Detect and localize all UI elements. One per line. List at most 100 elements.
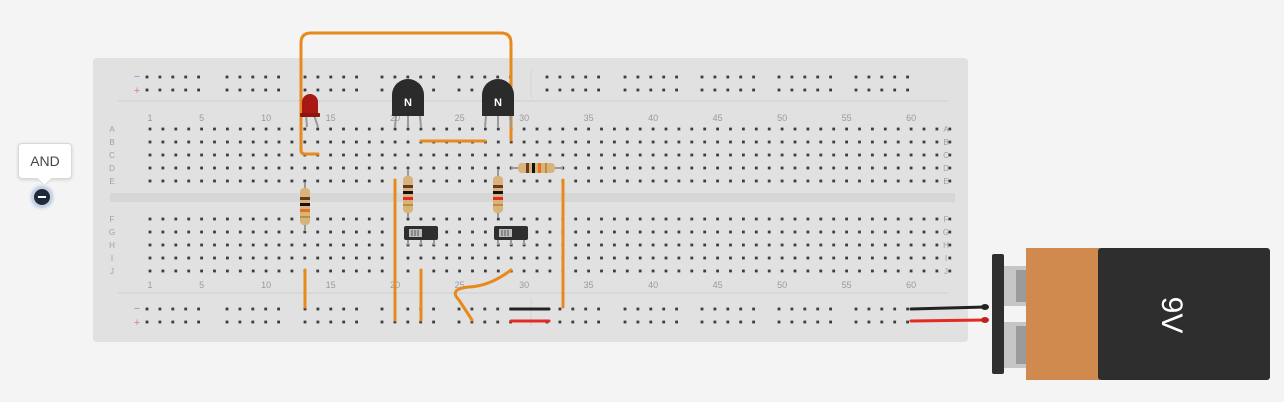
breadboard-hole[interactable] <box>496 140 500 144</box>
breadboard-hole[interactable] <box>638 217 642 221</box>
breadboard-hole[interactable] <box>664 127 668 131</box>
breadboard-hole[interactable] <box>858 127 861 131</box>
breadboard-hole[interactable] <box>380 127 384 131</box>
breadboard-hole[interactable] <box>726 75 730 79</box>
breadboard-hole[interactable] <box>174 127 178 131</box>
breadboard-hole[interactable] <box>329 166 332 170</box>
breadboard-hole[interactable] <box>664 166 668 170</box>
breadboard-hole[interactable] <box>174 230 178 234</box>
breadboard-hole[interactable] <box>406 75 410 79</box>
breadboard-hole[interactable] <box>729 127 732 131</box>
breadboard-hole[interactable] <box>522 140 526 144</box>
breadboard-hole[interactable] <box>419 217 423 221</box>
breadboard-hole[interactable] <box>896 256 900 260</box>
breadboard-hole[interactable] <box>174 243 178 247</box>
breadboard-hole[interactable] <box>625 217 629 221</box>
npn-transistor-1[interactable]: N <box>392 79 424 128</box>
breadboard-hole[interactable] <box>355 127 358 131</box>
breadboard-hole[interactable] <box>535 256 539 260</box>
breadboard-hole[interactable] <box>574 243 578 247</box>
breadboard-hole[interactable] <box>484 230 487 234</box>
breadboard-hole[interactable] <box>458 230 461 234</box>
breadboard-hole[interactable] <box>613 230 616 234</box>
breadboard-hole[interactable] <box>171 88 175 92</box>
breadboard-hole[interactable] <box>148 140 152 144</box>
breadboard-hole[interactable] <box>638 269 642 273</box>
breadboard-hole[interactable] <box>883 153 887 157</box>
breadboard-hole[interactable] <box>251 269 255 273</box>
breadboard-hole[interactable] <box>545 88 549 92</box>
breadboard-hole[interactable] <box>742 166 745 170</box>
breadboard-hole[interactable] <box>677 127 681 131</box>
breadboard-hole[interactable] <box>264 307 268 311</box>
breadboard-hole[interactable] <box>574 269 578 273</box>
breadboard-hole[interactable] <box>303 127 307 131</box>
breadboard-hole[interactable] <box>690 140 694 144</box>
breadboard-hole[interactable] <box>380 269 384 273</box>
breadboard-hole[interactable] <box>406 307 410 311</box>
breadboard-hole[interactable] <box>587 179 590 183</box>
breadboard-hole[interactable] <box>625 269 629 273</box>
breadboard-hole[interactable] <box>816 320 820 324</box>
breadboard-hole[interactable] <box>571 307 575 311</box>
breadboard-hole[interactable] <box>883 217 887 221</box>
breadboard-hole[interactable] <box>496 153 500 157</box>
breadboard-hole[interactable] <box>187 179 191 183</box>
breadboard-hole[interactable] <box>367 256 371 260</box>
breadboard-hole[interactable] <box>651 140 655 144</box>
breadboard-hole[interactable] <box>419 256 423 260</box>
breadboard-hole[interactable] <box>806 243 810 247</box>
breadboard-hole[interactable] <box>264 88 268 92</box>
breadboard-hole[interactable] <box>935 269 939 273</box>
breadboard-hole[interactable] <box>213 217 216 221</box>
breadboard-hole[interactable] <box>829 307 832 311</box>
breadboard-hole[interactable] <box>662 320 666 324</box>
breadboard-hole[interactable] <box>264 320 268 324</box>
breadboard-hole[interactable] <box>303 88 307 92</box>
breadboard-hole[interactable] <box>174 140 178 144</box>
breadboard-hole[interactable] <box>303 307 307 311</box>
breadboard-hole[interactable] <box>342 243 345 247</box>
battery-lead-black[interactable] <box>909 305 987 311</box>
breadboard-hole[interactable] <box>742 140 745 144</box>
breadboard-hole[interactable] <box>380 75 384 79</box>
breadboard-hole[interactable] <box>509 140 513 144</box>
breadboard-hole[interactable] <box>767 243 771 247</box>
breadboard-hole[interactable] <box>767 179 771 183</box>
breadboard-hole[interactable] <box>690 153 694 157</box>
breadboard-hole[interactable] <box>780 243 784 247</box>
breadboard-hole[interactable] <box>355 179 358 183</box>
breadboard-hole[interactable] <box>880 88 884 92</box>
breadboard-hole[interactable] <box>739 75 743 79</box>
breadboard-hole[interactable] <box>226 153 229 157</box>
breadboard-hole[interactable] <box>535 230 539 234</box>
breadboard-hole[interactable] <box>806 153 810 157</box>
breadboard-hole[interactable] <box>290 166 294 170</box>
breadboard-hole[interactable] <box>832 179 836 183</box>
breadboard-hole[interactable] <box>197 75 200 79</box>
breadboard-hole[interactable] <box>303 75 307 79</box>
breadboard-hole[interactable] <box>600 269 603 273</box>
breadboard-hole[interactable] <box>638 153 642 157</box>
breadboard-hole[interactable] <box>393 75 397 79</box>
breadboard-hole[interactable] <box>380 140 384 144</box>
breadboard-hole[interactable] <box>742 256 745 260</box>
breadboard-hole[interactable] <box>726 307 730 311</box>
breadboard-hole[interactable] <box>484 179 487 183</box>
breadboard-hole[interactable] <box>896 166 900 170</box>
breadboard-hole[interactable] <box>342 217 345 221</box>
breadboard-hole[interactable] <box>871 243 874 247</box>
breadboard-hole[interactable] <box>742 179 745 183</box>
breadboard-hole[interactable] <box>342 307 346 311</box>
breadboard-hole[interactable] <box>832 243 836 247</box>
breadboard-hole[interactable] <box>716 256 719 260</box>
breadboard-hole[interactable] <box>754 269 758 273</box>
breadboard-hole[interactable] <box>264 75 268 79</box>
breadboard-hole[interactable] <box>677 166 681 170</box>
breadboard-hole[interactable] <box>752 320 755 324</box>
breadboard-hole[interactable] <box>948 140 952 144</box>
breadboard-hole[interactable] <box>470 75 474 79</box>
breadboard-hole[interactable] <box>651 230 655 234</box>
breadboard-hole[interactable] <box>600 166 603 170</box>
breadboard-hole[interactable] <box>716 153 719 157</box>
